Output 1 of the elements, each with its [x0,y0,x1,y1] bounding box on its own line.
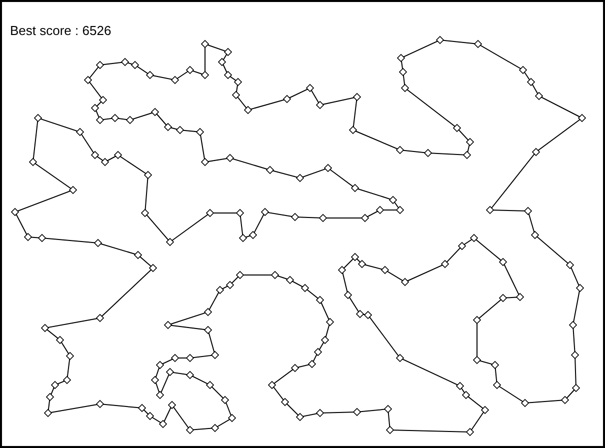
score-text: Best score : 6526 [10,22,112,40]
